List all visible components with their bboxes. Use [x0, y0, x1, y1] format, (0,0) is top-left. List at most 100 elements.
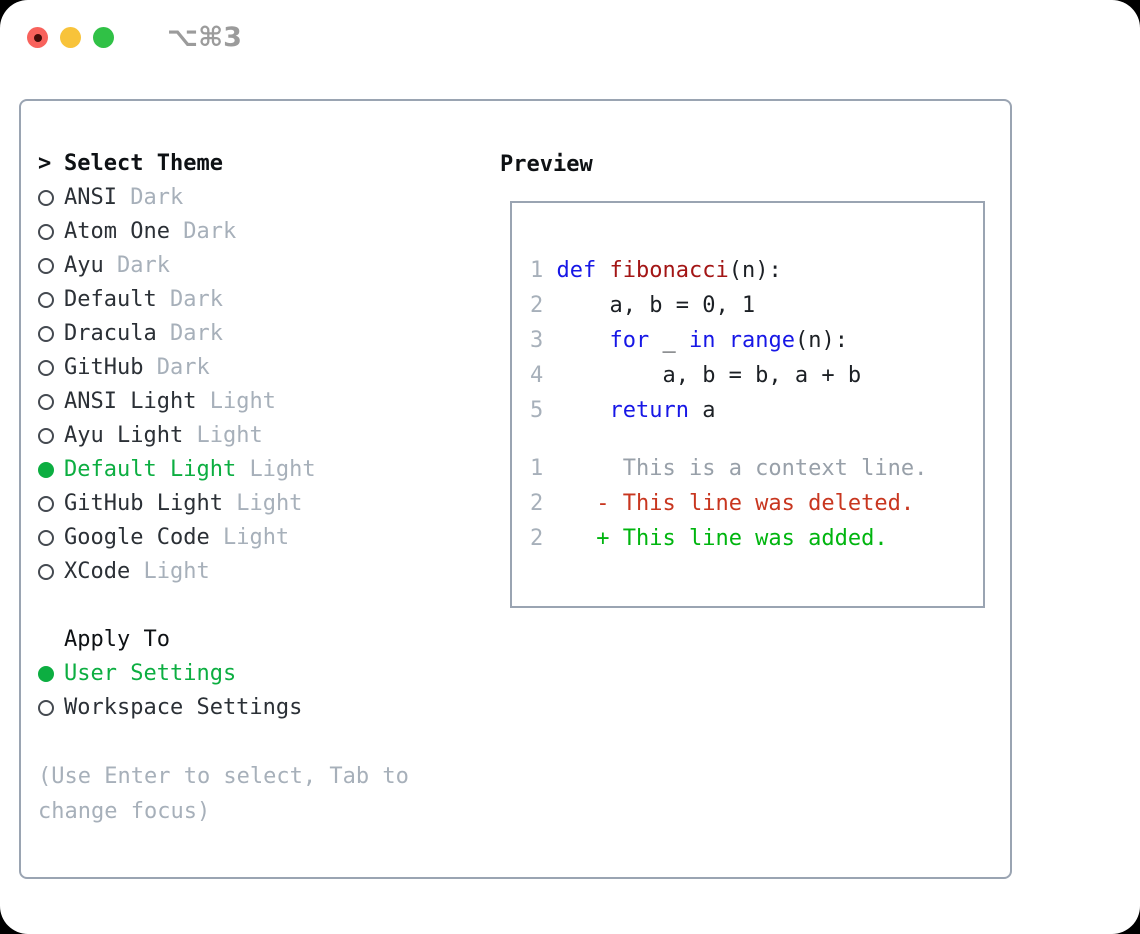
- theme-variant: Light: [143, 559, 210, 584]
- radio-circle: [38, 462, 54, 478]
- code-token: return: [609, 398, 689, 423]
- select-theme-title: Select Theme: [64, 151, 223, 176]
- code-line: 3 for _ in range(n):: [530, 323, 983, 358]
- theme-variant: Dark: [183, 219, 237, 244]
- code-token: [715, 328, 728, 353]
- theme-option-label: Dracula Dark: [64, 317, 223, 351]
- theme-variant: Light: [196, 423, 263, 448]
- theme-option-label: GitHub Light Light: [64, 487, 302, 521]
- code-token: [557, 398, 610, 423]
- theme-name: ANSI Light: [64, 389, 197, 414]
- theme-variant: Light: [222, 525, 290, 550]
- radio-icon: [38, 292, 64, 308]
- theme-name: Default Light: [64, 457, 237, 482]
- code-token: def: [556, 258, 597, 283]
- diff-marker: +: [596, 526, 610, 551]
- code-token: (n):: [728, 258, 782, 283]
- theme-option[interactable]: GitHub Light Light: [38, 487, 409, 521]
- theme-variant: Light: [236, 491, 303, 516]
- theme-variant: Dark: [169, 321, 223, 346]
- select-theme-heading-row: > Select Theme: [38, 147, 409, 181]
- apply-option[interactable]: Workspace Settings: [38, 691, 409, 725]
- theme-option-label: Google Code Light: [64, 521, 289, 555]
- theme-option-label: Default Dark: [64, 283, 223, 317]
- cursor-marker: >: [38, 147, 64, 181]
- close-button[interactable]: [27, 27, 48, 48]
- code-token: [557, 328, 610, 353]
- theme-option-label: ANSI Light Light: [64, 385, 276, 419]
- code-token: a, b = b, a + b: [556, 363, 862, 388]
- theme-option-label: Atom One Dark: [64, 215, 236, 249]
- theme-option[interactable]: Atom One Dark: [38, 215, 409, 249]
- theme-option-label: GitHub Dark: [64, 351, 210, 385]
- radio-icon: [38, 496, 64, 512]
- radio-circle: [38, 292, 54, 308]
- theme-option-label: XCode Light: [64, 555, 210, 589]
- radio-circle: [38, 564, 54, 580]
- line-number: 4: [530, 363, 544, 388]
- line-number: 2: [530, 491, 544, 516]
- radio-circle: [38, 326, 54, 342]
- code-token: a: [688, 398, 716, 423]
- theme-option-label: Ayu Light Light: [64, 419, 263, 453]
- preview-title: Preview: [500, 151, 593, 177]
- help-text-line-1: (Use Enter to select, Tab to: [38, 764, 409, 789]
- theme-option[interactable]: Default Light Light: [38, 453, 409, 487]
- close-button-dot-icon: [33, 33, 42, 42]
- radio-circle: [38, 360, 54, 376]
- help-text: (Use Enter to select, Tab to change focu…: [38, 759, 409, 829]
- theme-name: Dracula: [64, 321, 157, 346]
- theme-option[interactable]: Dracula Dark: [38, 317, 409, 351]
- radio-selected-icon: [38, 462, 64, 478]
- theme-name: GitHub Light: [64, 491, 223, 516]
- theme-option[interactable]: Google Code Light: [38, 521, 409, 555]
- theme-option[interactable]: GitHub Dark: [38, 351, 409, 385]
- minimize-button[interactable]: [60, 27, 81, 48]
- diff-text: This line was added.: [622, 526, 888, 551]
- apply-option[interactable]: User Settings: [38, 657, 409, 691]
- code-token: a, b = 0, 1: [556, 293, 756, 318]
- diff-line-deleted: 2 - This line was deleted.: [530, 486, 983, 521]
- cursor-icon: >: [38, 151, 52, 176]
- code-token: [596, 258, 609, 283]
- theme-option[interactable]: ANSI Light Light: [38, 385, 409, 419]
- theme-name: Google Code: [64, 525, 210, 550]
- radio-circle: [38, 258, 54, 274]
- radio-circle: [38, 224, 54, 240]
- help-text-line-2: change focus): [38, 799, 211, 824]
- theme-variant: Dark: [117, 253, 170, 278]
- code-line: 1 def fibonacci(n):: [530, 253, 983, 288]
- apply-option-label: User Settings: [64, 661, 237, 686]
- radio-icon: [38, 564, 64, 580]
- theme-name: XCode: [64, 559, 131, 584]
- theme-option[interactable]: Ayu Light Light: [38, 419, 409, 453]
- code-token: in: [688, 328, 716, 353]
- maximize-button[interactable]: [93, 27, 114, 48]
- diff-text: This line was deleted.: [622, 491, 915, 516]
- theme-variant: Light: [209, 389, 276, 414]
- theme-option-label: ANSI Dark: [64, 181, 183, 215]
- code-token: fibonacci: [609, 258, 729, 283]
- theme-variant: Dark: [130, 185, 184, 210]
- theme-name: Atom One: [64, 219, 170, 244]
- theme-option[interactable]: Ayu Dark: [38, 249, 409, 283]
- theme-option[interactable]: Default Dark: [38, 283, 409, 317]
- theme-name: GitHub: [64, 355, 144, 380]
- line-number: 1: [530, 258, 544, 283]
- diff-preview: 1 This is a context line.2 - This line w…: [530, 451, 983, 556]
- radio-circle: [38, 190, 54, 206]
- apply-to-title: Apply To: [64, 627, 170, 652]
- radio-icon: [38, 360, 64, 376]
- theme-name: ANSI: [64, 185, 117, 210]
- theme-name: Ayu: [64, 253, 104, 278]
- theme-option[interactable]: XCode Light: [38, 555, 409, 589]
- theme-option[interactable]: ANSI Dark: [38, 181, 409, 215]
- radio-icon: [38, 394, 64, 410]
- titlebar: ⌥⌘3: [0, 0, 1140, 70]
